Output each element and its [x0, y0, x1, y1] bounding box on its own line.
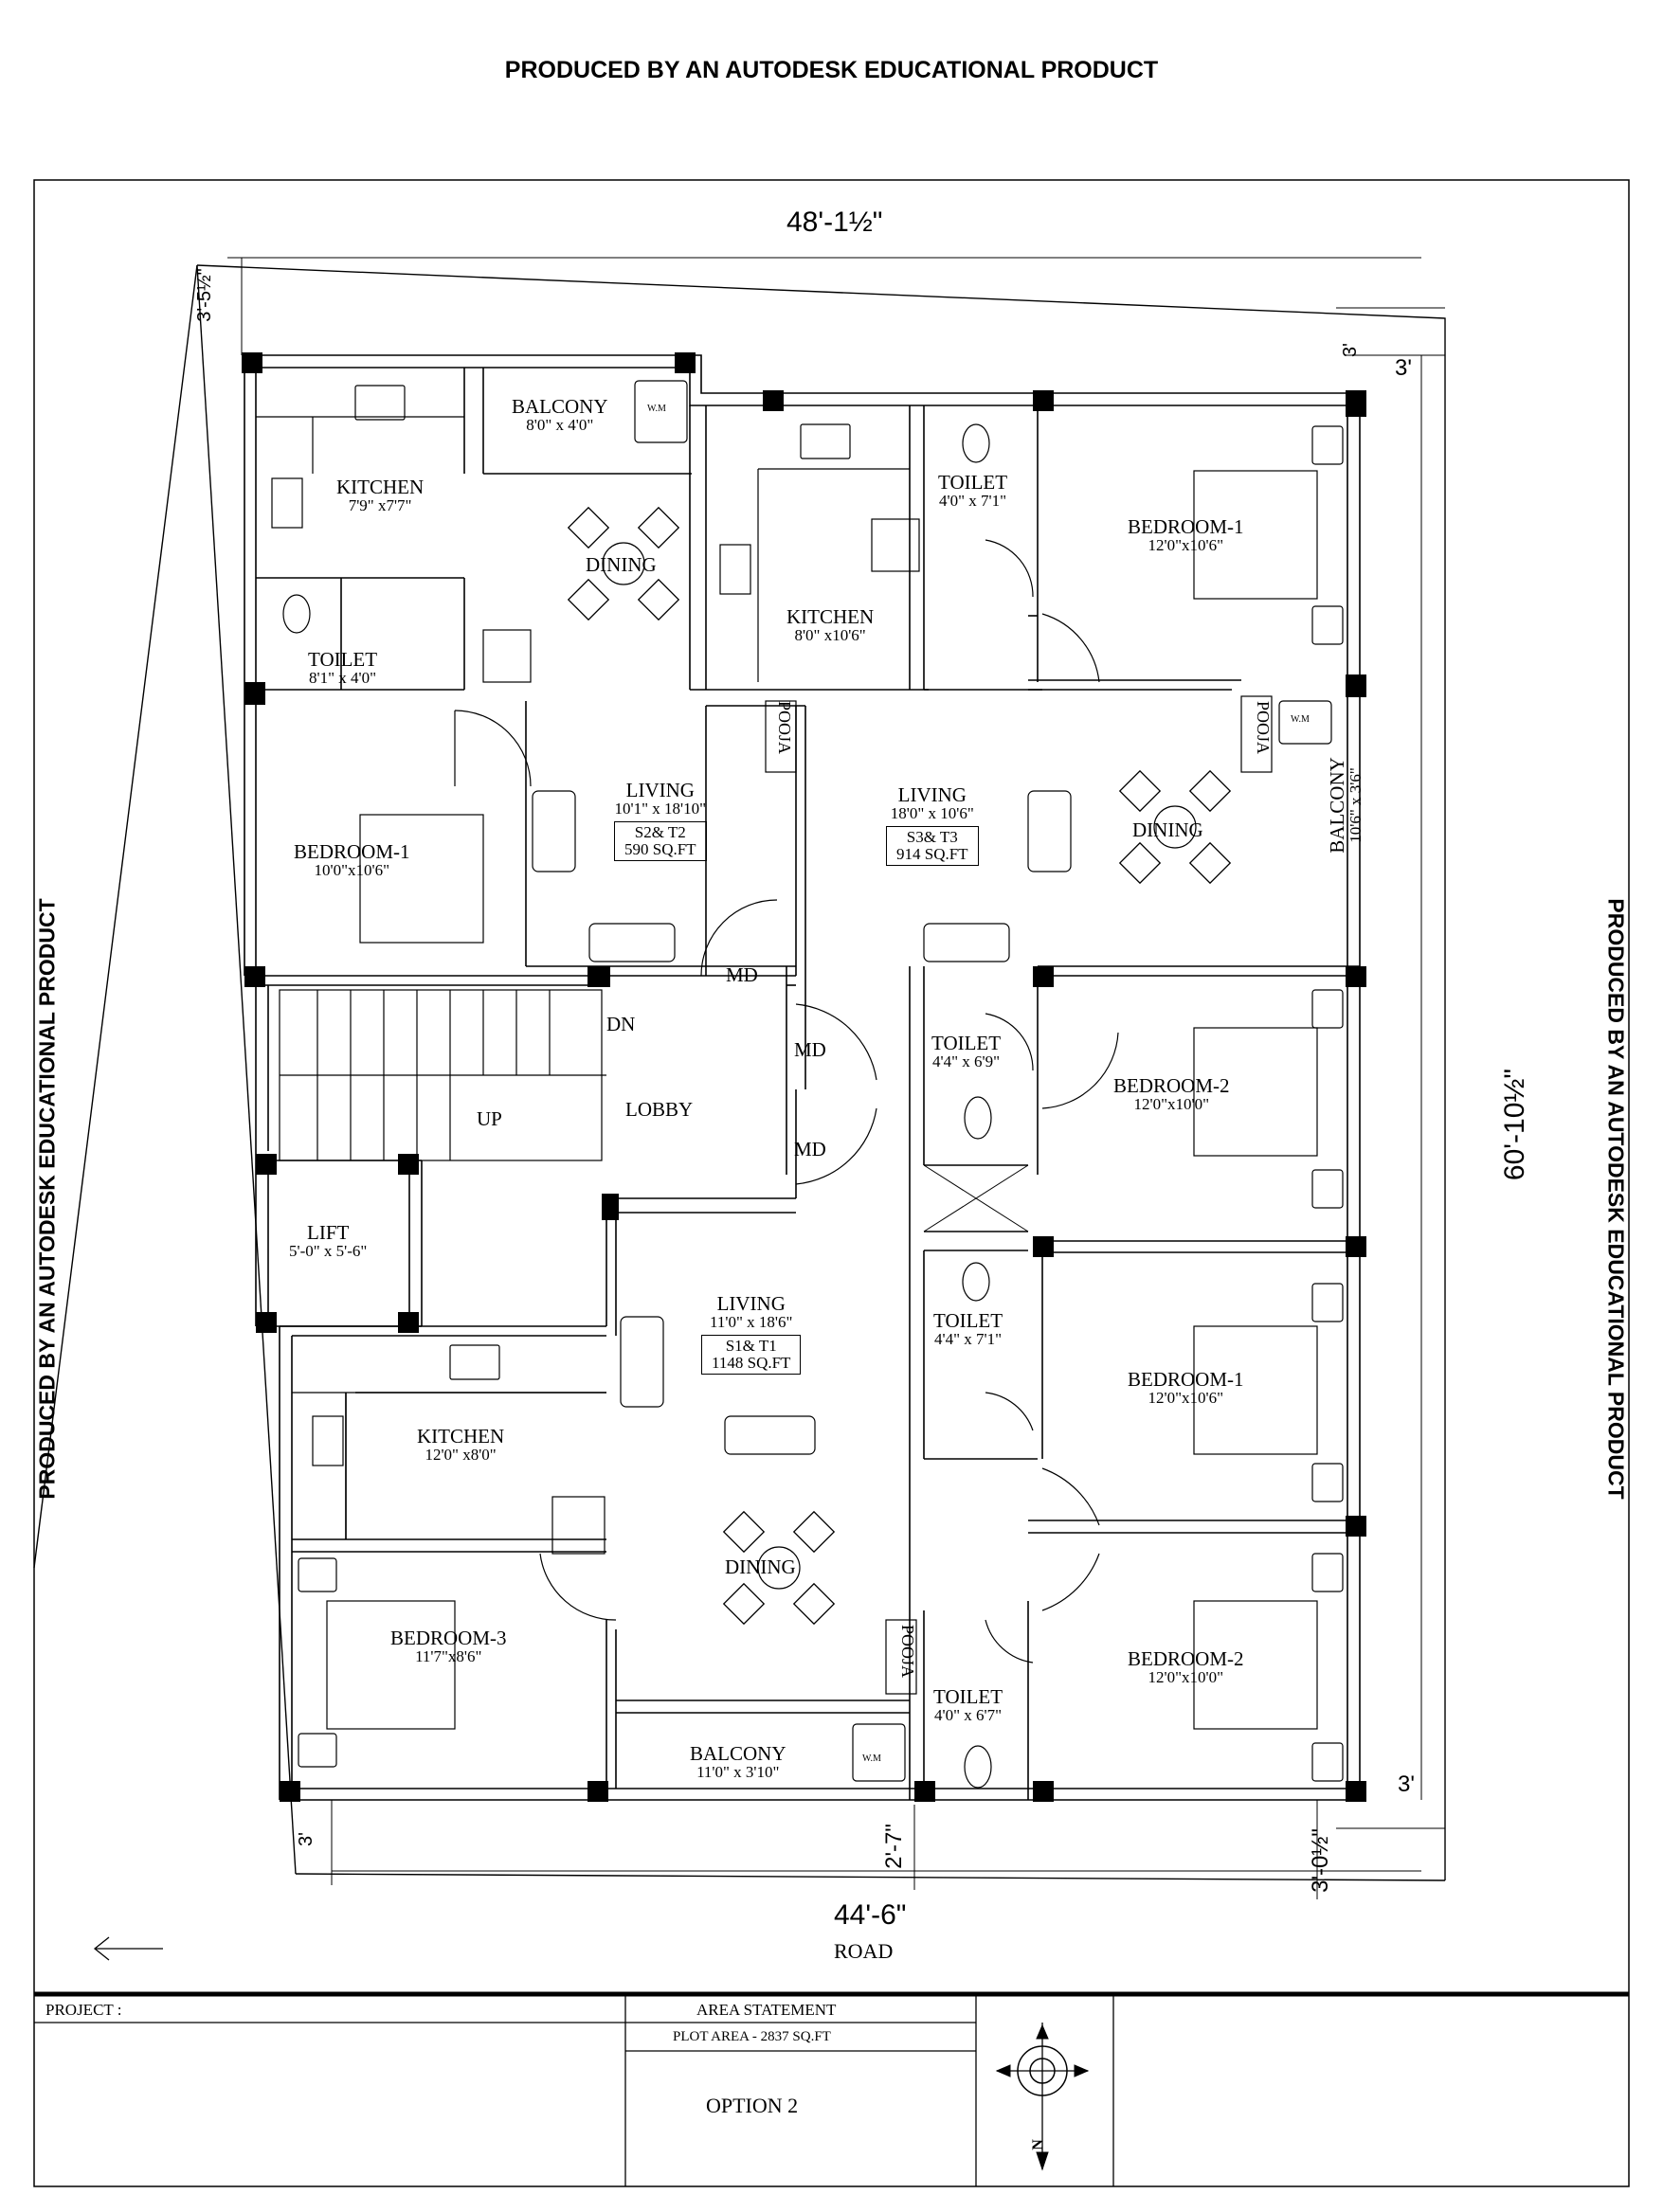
- bottom-right-offset: 3'-0½": [1307, 1828, 1333, 1893]
- unit-s1t1: S1& T1: [725, 1336, 777, 1355]
- pooja-bottom-label: POOJA: [898, 1625, 917, 1679]
- bottom-width-dimension: 44'-6": [834, 1899, 907, 1931]
- stair-up-label: UP: [477, 1107, 502, 1130]
- option-label: OPTION 2: [706, 2094, 799, 2117]
- unit-s2t2: S2& T2: [634, 822, 686, 841]
- wm-top-left: W.M: [647, 404, 666, 414]
- dining-top-right-label: DINING: [1132, 818, 1203, 841]
- dining-top-left-label: DINING: [586, 553, 657, 576]
- wm-right: W.M: [1291, 714, 1310, 725]
- pooja-right-label: POOJA: [1254, 701, 1273, 755]
- top-right-offset: 3': [1395, 355, 1412, 381]
- right-height-dimension: 60'-10½": [1499, 1068, 1531, 1181]
- dining-bottom-label: DINING: [725, 1556, 796, 1578]
- stair-dn-label: DN: [606, 1013, 636, 1035]
- area-s1t1: 1148 SQ.FT: [712, 1353, 791, 1372]
- wm-bottom: W.M: [862, 1753, 881, 1764]
- lobby-label: LOBBY: [625, 1098, 694, 1121]
- left-watermark: PRODUCED BY AN AUTODESK EDUCATIONAL PROD…: [34, 898, 60, 1500]
- area-s2t2: 590 SQ.FT: [624, 839, 696, 858]
- plot-area-label: PLOT AREA - 2837 SQ.FT: [673, 2029, 831, 2044]
- top-right-setback: 3': [1339, 343, 1361, 357]
- header-watermark: PRODUCED BY AN AUTODESK EDUCATIONAL PROD…: [504, 57, 1159, 83]
- project-label: PROJECT :: [45, 2001, 122, 2019]
- pooja-left-label: POOJA: [775, 701, 794, 755]
- area-statement-label: AREA STATEMENT: [696, 2001, 837, 2019]
- north-label: N: [1029, 2139, 1046, 2150]
- bottom-mid-offset: 2'-7": [880, 1824, 907, 1869]
- area-s3t3: 914 SQ.FT: [896, 844, 968, 863]
- md-label-3: MD: [794, 1138, 826, 1160]
- unit-s3t3: S3& T3: [906, 827, 958, 846]
- top-width-dimension: 48'-1½": [786, 207, 883, 238]
- bottom-left-setback: 3': [295, 1832, 316, 1846]
- md-label-2: MD: [794, 1038, 826, 1061]
- bottom-right-setback: 3': [1398, 1771, 1415, 1797]
- top-left-setback: 3'-5½": [193, 268, 215, 322]
- md-label-1: MD: [726, 963, 758, 986]
- right-watermark: PRODUCED BY AN AUTODESK EDUCATIONAL PROD…: [1603, 898, 1629, 1500]
- road-label: ROAD: [834, 1939, 894, 1963]
